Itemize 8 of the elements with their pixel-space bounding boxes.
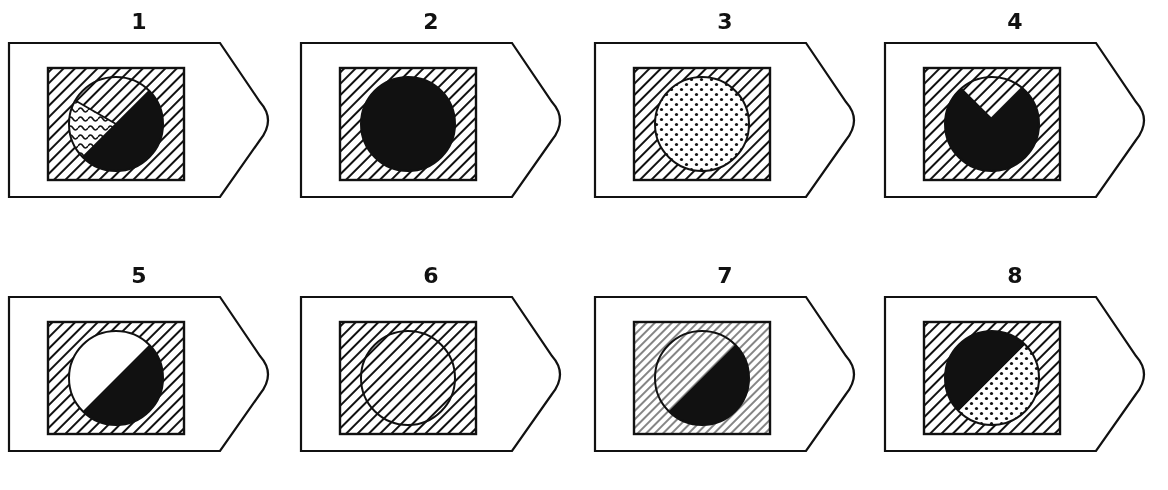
panel-number: 6 [422,262,440,290]
panel-number: 8 [1006,262,1024,290]
panel-number: 4 [1006,8,1024,36]
panel-number: 5 [130,262,148,290]
panel-number: 2 [422,8,440,36]
panel-number: 1 [130,8,148,36]
panel-number: 7 [716,262,734,290]
panel-number: 3 [716,8,734,36]
